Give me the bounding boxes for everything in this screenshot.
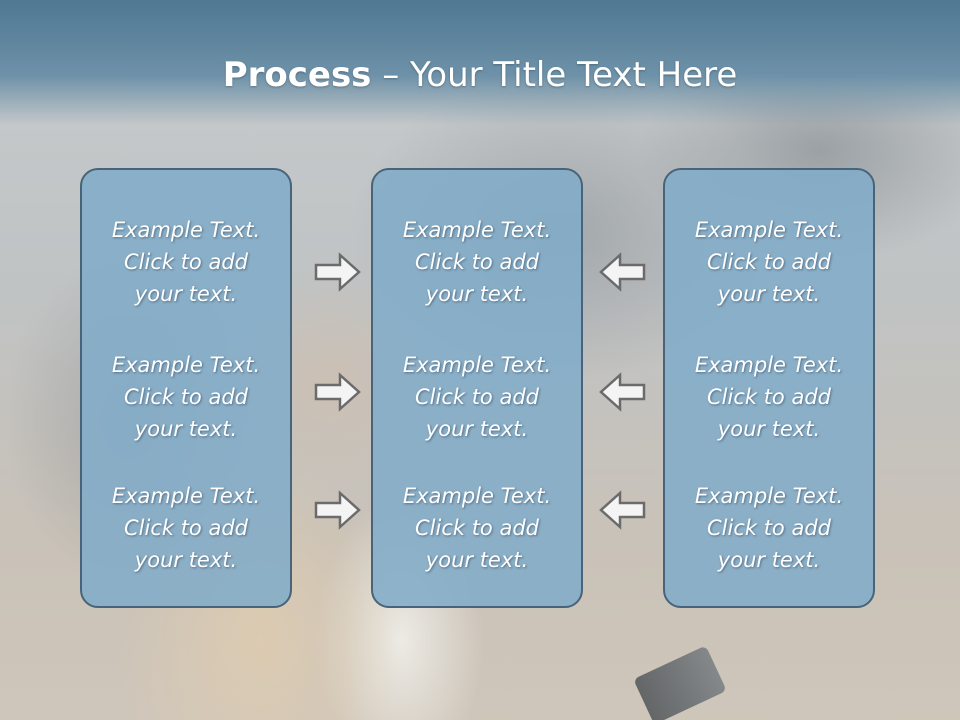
text-item[interactable]: Example Text. Click to add your text. [694,484,844,572]
title-rest-text: – Your Title Text Here [371,55,738,95]
text-item[interactable]: Example Text. Click to add your text. [402,218,552,306]
text-item[interactable]: Example Text. Click to add your text. [111,353,261,441]
arrow-left-icon [599,490,646,530]
arrow-left-icon [599,252,646,292]
text-box-center[interactable]: Example Text. Click to add your text. Ex… [371,168,583,608]
text-item[interactable]: Example Text. Click to add your text. [694,218,844,306]
header-band [0,0,960,125]
text-box-left[interactable]: Example Text. Click to add your text. Ex… [80,168,292,608]
slide-title[interactable]: Process – Your Title Text Here [0,54,960,96]
title-bold-text: Process [222,55,372,95]
text-item[interactable]: Example Text. Click to add your text. [402,484,552,572]
arrow-right-icon [314,252,361,292]
arrow-left-icon [599,372,646,412]
arrow-right-icon [314,372,361,412]
phone-photo-detail [633,645,727,720]
text-item[interactable]: Example Text. Click to add your text. [402,353,552,441]
text-item[interactable]: Example Text. Click to add your text. [694,353,844,441]
text-item[interactable]: Example Text. Click to add your text. [111,218,261,306]
arrow-right-icon [314,490,361,530]
text-box-right[interactable]: Example Text. Click to add your text. Ex… [663,168,875,608]
text-item[interactable]: Example Text. Click to add your text. [111,484,261,572]
